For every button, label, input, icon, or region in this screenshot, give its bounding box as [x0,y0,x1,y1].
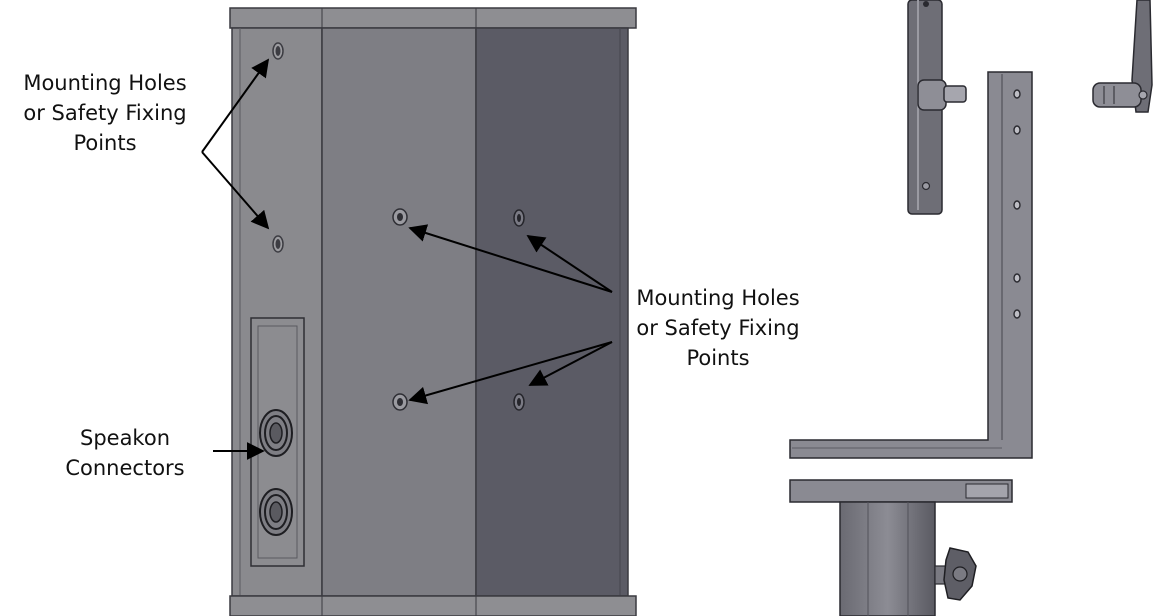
callout-rear-mounting-holes: Mounting Holes or Safety Fixing Points [608,283,828,373]
arrow-rear-hole-3 [408,341,613,405]
callout-line: or Safety Fixing [23,101,187,125]
callout-line: Connectors [65,456,185,480]
bracket-arm-left [907,0,967,215]
arrow-side-hole-top [201,58,270,153]
cabinet-middle-panel [321,27,477,597]
rear-mounting-hole-4 [513,393,525,411]
callout-line: or Safety Fixing [636,316,800,340]
bracket-arm-right [1092,0,1153,113]
callout-line: Mounting Holes [636,286,800,310]
rear-mounting-hole-3 [392,393,408,411]
callout-line: Points [686,346,750,370]
callout-arrows [201,58,613,460]
callout-line: Mounting Holes [23,71,187,95]
callout-left-mounting-holes: Mounting Holes or Safety Fixing Points [0,68,210,158]
callout-speakon-connectors: Speakon Connectors [45,423,205,483]
side-mounting-hole-top [272,42,284,60]
arrow-side-hole-bottom [201,151,270,230]
side-mounting-hole-bottom [272,235,284,253]
arrow-rear-hole-1 [408,224,613,293]
rear-mounting-hole-1 [392,208,408,226]
speakon-connector-bottom [259,488,293,536]
l-bracket [789,71,1033,459]
pole-clamp-knob [934,547,977,601]
l-bracket-holes [1013,89,1021,319]
speaker-cabinet [229,7,637,616]
arrow-rear-hole-2 [526,235,613,293]
callout-line: Speakon [79,426,171,450]
arrow-rear-hole-4 [528,341,613,386]
rear-mounting-hole-2 [513,209,525,227]
pole-mount [789,479,1013,616]
callout-line: Points [73,131,137,155]
cabinet-right-panel [475,27,629,597]
speakon-connector-top [259,409,293,457]
